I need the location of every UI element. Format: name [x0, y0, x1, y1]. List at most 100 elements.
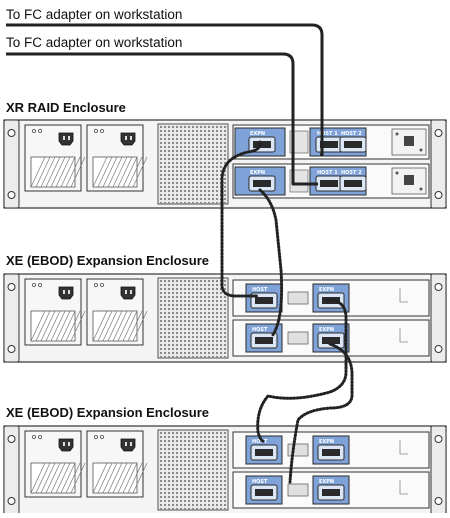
raid-enclosure-psu-2-pin-2: [130, 136, 132, 140]
raid-enclosure-psu-2: [86, 124, 148, 192]
ebod-enclosure-1-psu-1-vent-line: [35, 310, 51, 342]
power-inlet-icon: [58, 286, 74, 300]
ebod-enclosure-1-latch-1: [399, 288, 408, 303]
ebod-enclosure-2-rack-ear-right-hole-bottom: [434, 497, 443, 505]
ebod-enclosure-2-host-module-2-port-0: HOST: [250, 479, 278, 501]
raid-expn-module-1: EXPN: [234, 127, 286, 157]
ebod-enclosure-2-expn-module-1-port-0-socket: [322, 449, 340, 456]
ebod-enclosure-2-expn-module-1: EXPN: [312, 435, 350, 465]
raid-enclosure-psu-2-vent-line: [127, 156, 143, 188]
raid-host-module-1-port-0-label: HOST 1: [317, 131, 338, 137]
raid-expn-module-2-port-0-socket: [253, 180, 271, 187]
raid-enclosure-title: XR RAID Enclosure: [6, 100, 126, 115]
sas-cable-ebod1-to-ebod2-a: [256, 298, 348, 444]
ebod-enclosure-2-expn-module-1-port-0: EXPN: [317, 439, 345, 461]
ebod-enclosure-2-psu-1-vent-line: [40, 462, 56, 494]
cables: [6, 23, 354, 484]
ebod-enclosure-1-psu-1-pin-1: [63, 290, 65, 294]
ebod-enclosure-1-psu-2-vent-line: [132, 310, 148, 342]
raid-enclosure-psu-2-vent-line: [107, 156, 123, 188]
raid-enclosure-psu-2-vent-line: [117, 156, 133, 188]
ebod-enclosure-2-expn-module-1-port-0-label: EXPN: [319, 439, 334, 445]
ebod-enclosure-1-psu-1-led-1: [32, 282, 37, 287]
power-inlet-icon: [120, 438, 136, 452]
ebod-enclosure-1-psu-1-vent-line: [45, 310, 61, 342]
ebod-enclosure-1-rack-ear-right: [430, 273, 447, 363]
ebod-enclosure-1-expn-module-2: EXPN: [312, 323, 350, 353]
ebod-enclosure-1-psu-2-vent-line: [102, 310, 118, 342]
ebod-enclosure-1-rack-ear-left-hole-top: [7, 283, 16, 291]
power-inlet-icon: [120, 286, 136, 300]
raid-enclosure-rack-ear-left-hole-bottom: [7, 191, 16, 199]
ebod-enclosure-2-psu-2-vent-line: [107, 462, 123, 494]
ebod-enclosure-1-serial-port-1: [287, 291, 309, 305]
raid-host-module-1-port-0-socket: [320, 141, 338, 148]
ebod-enclosure-2-psu-2-vent-line: [97, 462, 113, 494]
raid-host-module-2-port-1: HOST 2: [339, 170, 367, 192]
raid-enclosure-psu-1-vent-line: [30, 156, 46, 188]
raid-expn-module-2-port-0-label: EXPN: [250, 170, 265, 176]
ebod-enclosure-1-psu-1-vent-line: [60, 310, 76, 342]
ebod-enclosure-1-psu-2-led-2: [100, 282, 105, 287]
ebod-enclosure-1-expn-module-2-port-0-socket: [322, 337, 340, 344]
raid-enclosure-rack-ear-left: [3, 119, 20, 209]
ebod-enclosure-1-psu-1-vent-line: [50, 310, 66, 342]
ebod-enclosure-2-expn-module-2: EXPN: [312, 475, 350, 505]
ebod-enclosure-2-psu-2-vent-line: [132, 462, 148, 494]
raid-enclosure-psu-1: [24, 124, 86, 192]
raid-serial-screw-1: [395, 171, 399, 175]
ebod-enclosure-1-expn-module-2-port-0: EXPN: [317, 327, 345, 349]
ebod-enclosure-1-rack-ear-right-hole-top: [434, 283, 443, 291]
ebod-enclosure-1-psu-2-vent-line: [107, 310, 123, 342]
ebod-enclosure-1-fan-vent: [157, 277, 229, 359]
raid-enclosure-psu-1-vent-line: [50, 156, 66, 188]
ebod-enclosure-2-psu-2-vent-line: [127, 462, 143, 494]
ebod-enclosure-2-host-module-1-port-0-label: HOST: [252, 439, 268, 445]
raid-enclosure-psu-2-vent-line: [92, 156, 108, 188]
ebod-enclosure-2-psu-2-vent-line: [117, 462, 133, 494]
raid-host-module-2-port-1-label: HOST 2: [341, 170, 362, 176]
raid-host-module-1-port-1: HOST 2: [339, 131, 367, 153]
raid-expn-module-1-port-0-socket: [253, 141, 271, 148]
raid-enclosure-psu-1-pin-2: [68, 136, 70, 140]
ebod-enclosure-1-psu-1-vent-line: [30, 310, 46, 342]
ebod-enclosure-2-psu-2-vent-line: [92, 462, 108, 494]
raid-enclosure-psu-1-led-1: [32, 128, 37, 133]
raid-serial-screw-2: [419, 148, 423, 152]
ebod-enclosure-2-title: XE (EBOD) Expansion Enclosure: [6, 405, 209, 420]
ebod-enclosure-2-psu-2-pin-1: [125, 442, 127, 446]
ebod-enclosure-2-psu-2-vent-line: [122, 462, 138, 494]
ebod-enclosure-1-psu-2-vent-line: [112, 310, 128, 342]
raid-enclosure-psu-2-led-1: [94, 128, 99, 133]
raid-serial-screw-2: [419, 187, 423, 191]
raid-enclosure-psu-1-vent-line: [45, 156, 61, 188]
ebod-enclosure-2-psu-1: [24, 430, 86, 498]
raid-enclosure-psu-2-vent-line: [112, 156, 128, 188]
ebod-enclosure-1-psu-2: [86, 278, 148, 346]
ebod-enclosure-2-psu-2-led-2: [100, 434, 105, 439]
ebod-enclosure-2-psu-1-vent-line: [55, 462, 71, 494]
ebod-enclosure-2-serial-port-2: [287, 483, 309, 497]
ebod-enclosure-2-psu-1-pin-2: [68, 442, 70, 446]
ebod-enclosure-1-psu-2-vent-line: [97, 310, 113, 342]
raid-expn-module-1-port-0-label: EXPN: [250, 131, 265, 137]
ebod-enclosure-1-psu-1-vent-line: [55, 310, 71, 342]
raid-enclosure-rack-ear-right-hole-bottom: [434, 191, 443, 199]
ebod-enclosure-2-psu-2-led-1: [94, 434, 99, 439]
ebod-enclosure-2-host-module-1-port-0-socket: [255, 449, 273, 456]
ebod-enclosure-1-rack-ear-left-hole-bottom: [7, 345, 16, 353]
ebod-enclosure-1-psu-2-vent-line: [117, 310, 133, 342]
power-inlet-icon: [58, 438, 74, 452]
sas-cable-raid-to-ebod1-a: [220, 140, 262, 298]
raid-enclosure-psu-1-pin-1: [63, 136, 65, 140]
raid-enclosure-fan-vent: [157, 123, 229, 205]
sas-cable-raid-to-ebod1-b: [258, 188, 284, 338]
raid-enclosure-psu-2-led-2: [100, 128, 105, 133]
ebod-enclosure-1-psu-2-led-1: [94, 282, 99, 287]
ebod-enclosure-1-psu-2-vent-line: [92, 310, 108, 342]
raid-serial-socket-2: [404, 175, 414, 185]
raid-serial-socket-1: [404, 136, 414, 146]
raid-enclosure-psu-2-vent-line: [97, 156, 113, 188]
